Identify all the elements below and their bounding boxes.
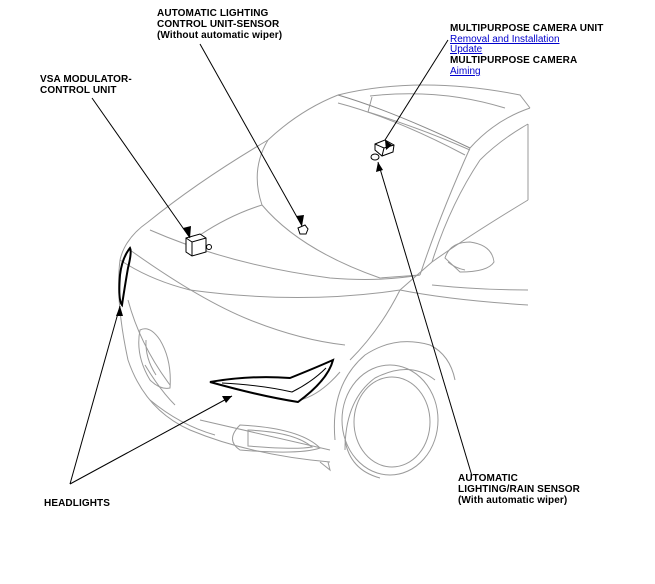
- leader-lines: [69, 39, 473, 485]
- leader-vsa-modulator: [91, 97, 191, 239]
- leader-automatic-lighting-sensor: [199, 43, 303, 227]
- link-removal-and-installation[interactable]: Removal and Installation: [450, 34, 560, 45]
- label-automatic-lighting-control-unit-sensor: AUTOMATIC LIGHTING CONTROL UNIT-SENSOR (…: [157, 8, 282, 41]
- leader-headlight-left: [69, 305, 121, 485]
- label-vsa-modulator-control-unit: VSA MODULATOR- CONTROL UNIT: [40, 74, 132, 96]
- leader-rain-sensor: [377, 161, 473, 477]
- vehicle-outline: [118, 84, 531, 479]
- leader-arrowheads: [116, 140, 392, 403]
- label-line: VSA MODULATOR-: [40, 74, 132, 85]
- label-line: CONTROL UNIT-SENSOR: [157, 19, 280, 30]
- label-line: (Without automatic wiper): [157, 30, 283, 41]
- label-line: LIGHTING/RAIN SENSOR: [458, 484, 581, 495]
- label-line: AUTOMATIC: [458, 473, 518, 484]
- label-line: CONTROL UNIT: [40, 85, 117, 96]
- headlight-right: [209, 358, 335, 404]
- label-line: (With automatic wiper): [458, 495, 568, 506]
- label-multipurpose-camera: MULTIPURPOSE CAMERA: [450, 55, 578, 66]
- label-automatic-lighting-rain-sensor: AUTOMATIC LIGHTING/RAIN SENSOR (With aut…: [458, 473, 580, 506]
- headlight-left: [118, 246, 132, 308]
- automatic-lighting-rain-sensor: [370, 153, 380, 161]
- label-line: AUTOMATIC LIGHTING: [157, 8, 269, 19]
- automatic-lighting-control-unit-sensor: [297, 224, 309, 235]
- vsa-modulator-control-unit: [185, 233, 212, 257]
- multipurpose-camera-unit: [374, 139, 395, 157]
- link-aiming[interactable]: Aiming: [450, 66, 481, 77]
- leader-headlight-right: [69, 395, 233, 485]
- label-headlights: HEADLIGHTS: [44, 498, 110, 509]
- label-multipurpose-camera-unit: MULTIPURPOSE CAMERA UNIT: [450, 23, 604, 34]
- leader-multipurpose-camera: [384, 39, 449, 141]
- link-update[interactable]: Update: [450, 44, 483, 55]
